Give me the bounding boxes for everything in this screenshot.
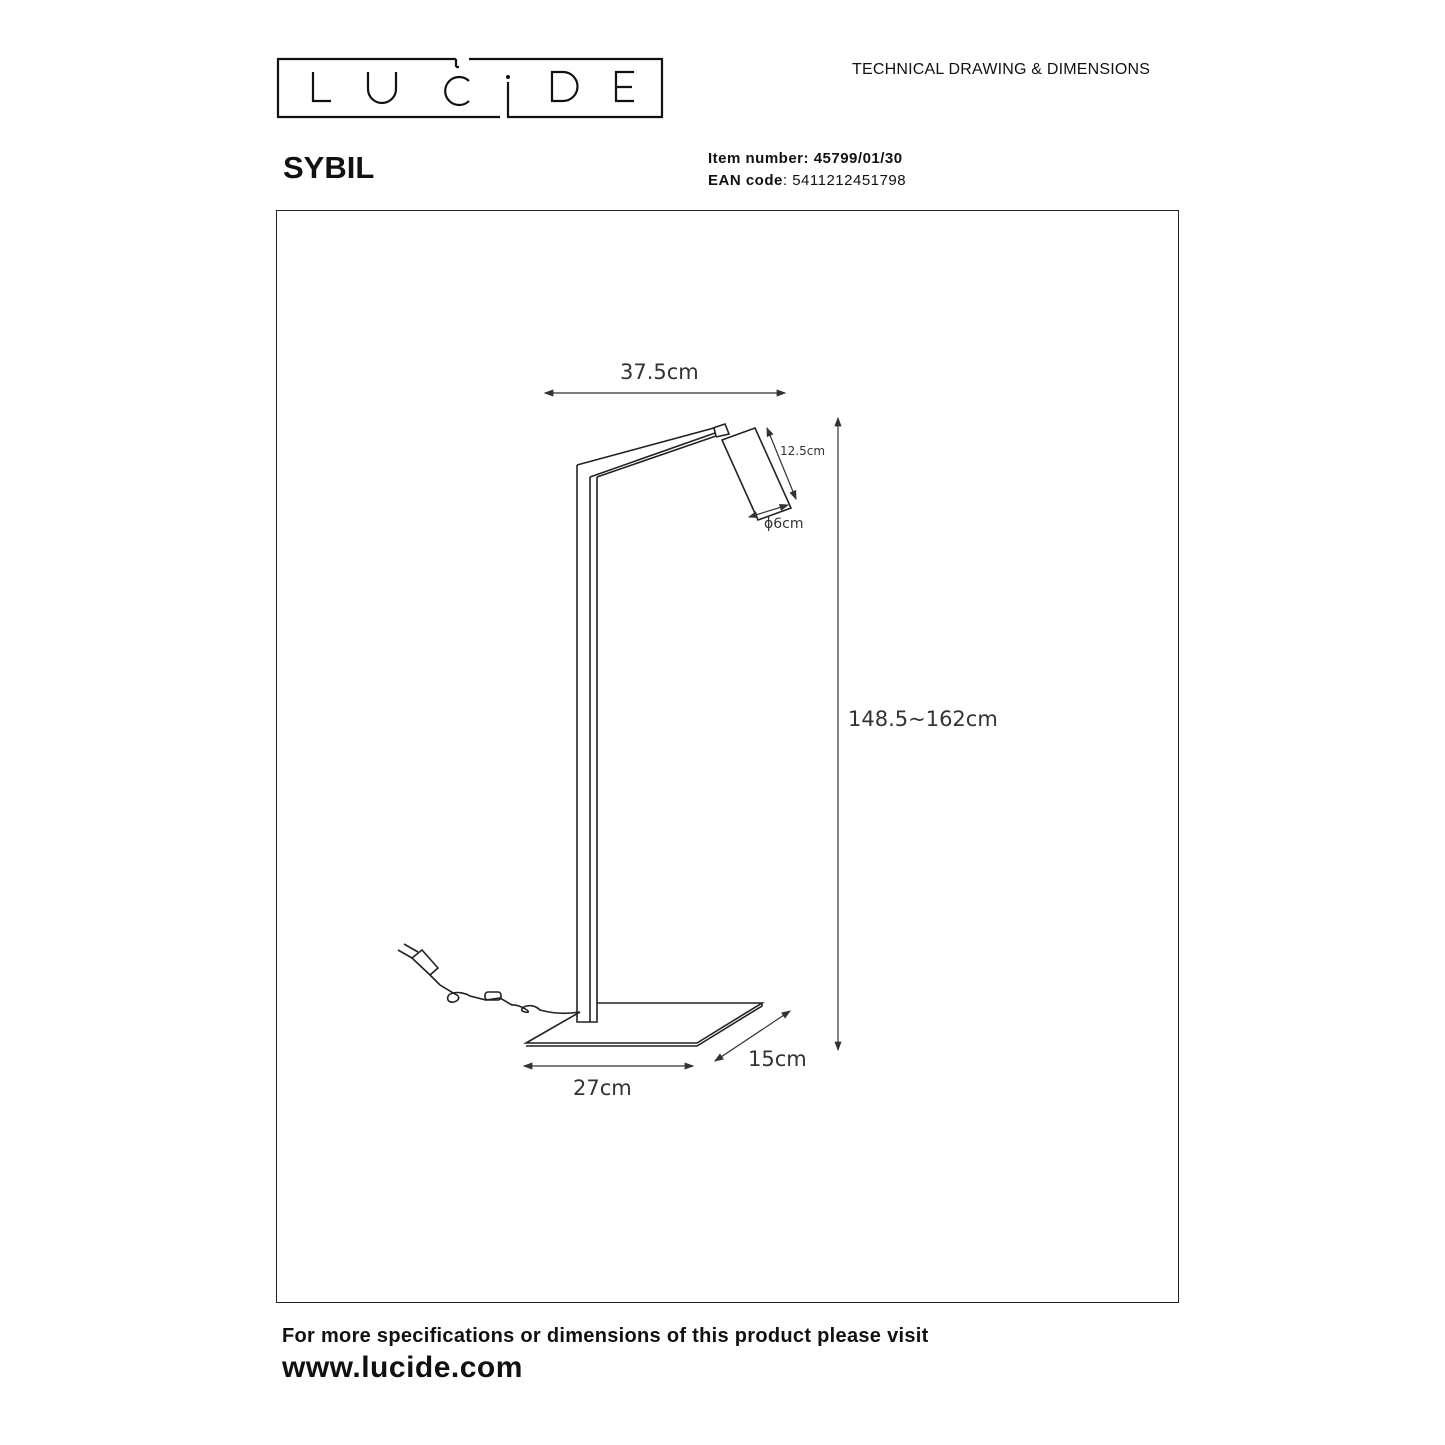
- document-type-heading: TECHNICAL DRAWING & DIMENSIONS: [852, 61, 1151, 78]
- item-number-value: 45799/01/30: [813, 150, 903, 167]
- lamp-outline: [397, 423, 793, 1047]
- height-label: 148.5~162cm: [848, 707, 998, 731]
- ean-label: EAN code: [708, 172, 783, 189]
- base-width-label: 27cm: [573, 1076, 632, 1100]
- item-number-row: Item number: 45799/01/30: [708, 150, 903, 167]
- website-link[interactable]: www.lucide.com: [282, 1351, 523, 1384]
- ean-value: : 5411212451798: [782, 172, 907, 189]
- ean-row: EAN code: 5411212451798: [708, 172, 906, 189]
- product-name: SYBIL: [283, 150, 375, 185]
- dimension-lines: [522, 389, 842, 1070]
- lucide-logo: [276, 57, 664, 119]
- head-length-label: 12.5cm: [780, 444, 825, 458]
- footer-note: For more specifications or dimensions of…: [282, 1325, 929, 1347]
- arm-length-label: 37.5cm: [620, 360, 699, 384]
- drawing-frame: [276, 210, 1179, 1303]
- item-number-label: Item number:: [708, 150, 810, 167]
- base-depth-label: 15cm: [748, 1047, 807, 1071]
- head-diameter-label: ϕ6cm: [764, 516, 803, 532]
